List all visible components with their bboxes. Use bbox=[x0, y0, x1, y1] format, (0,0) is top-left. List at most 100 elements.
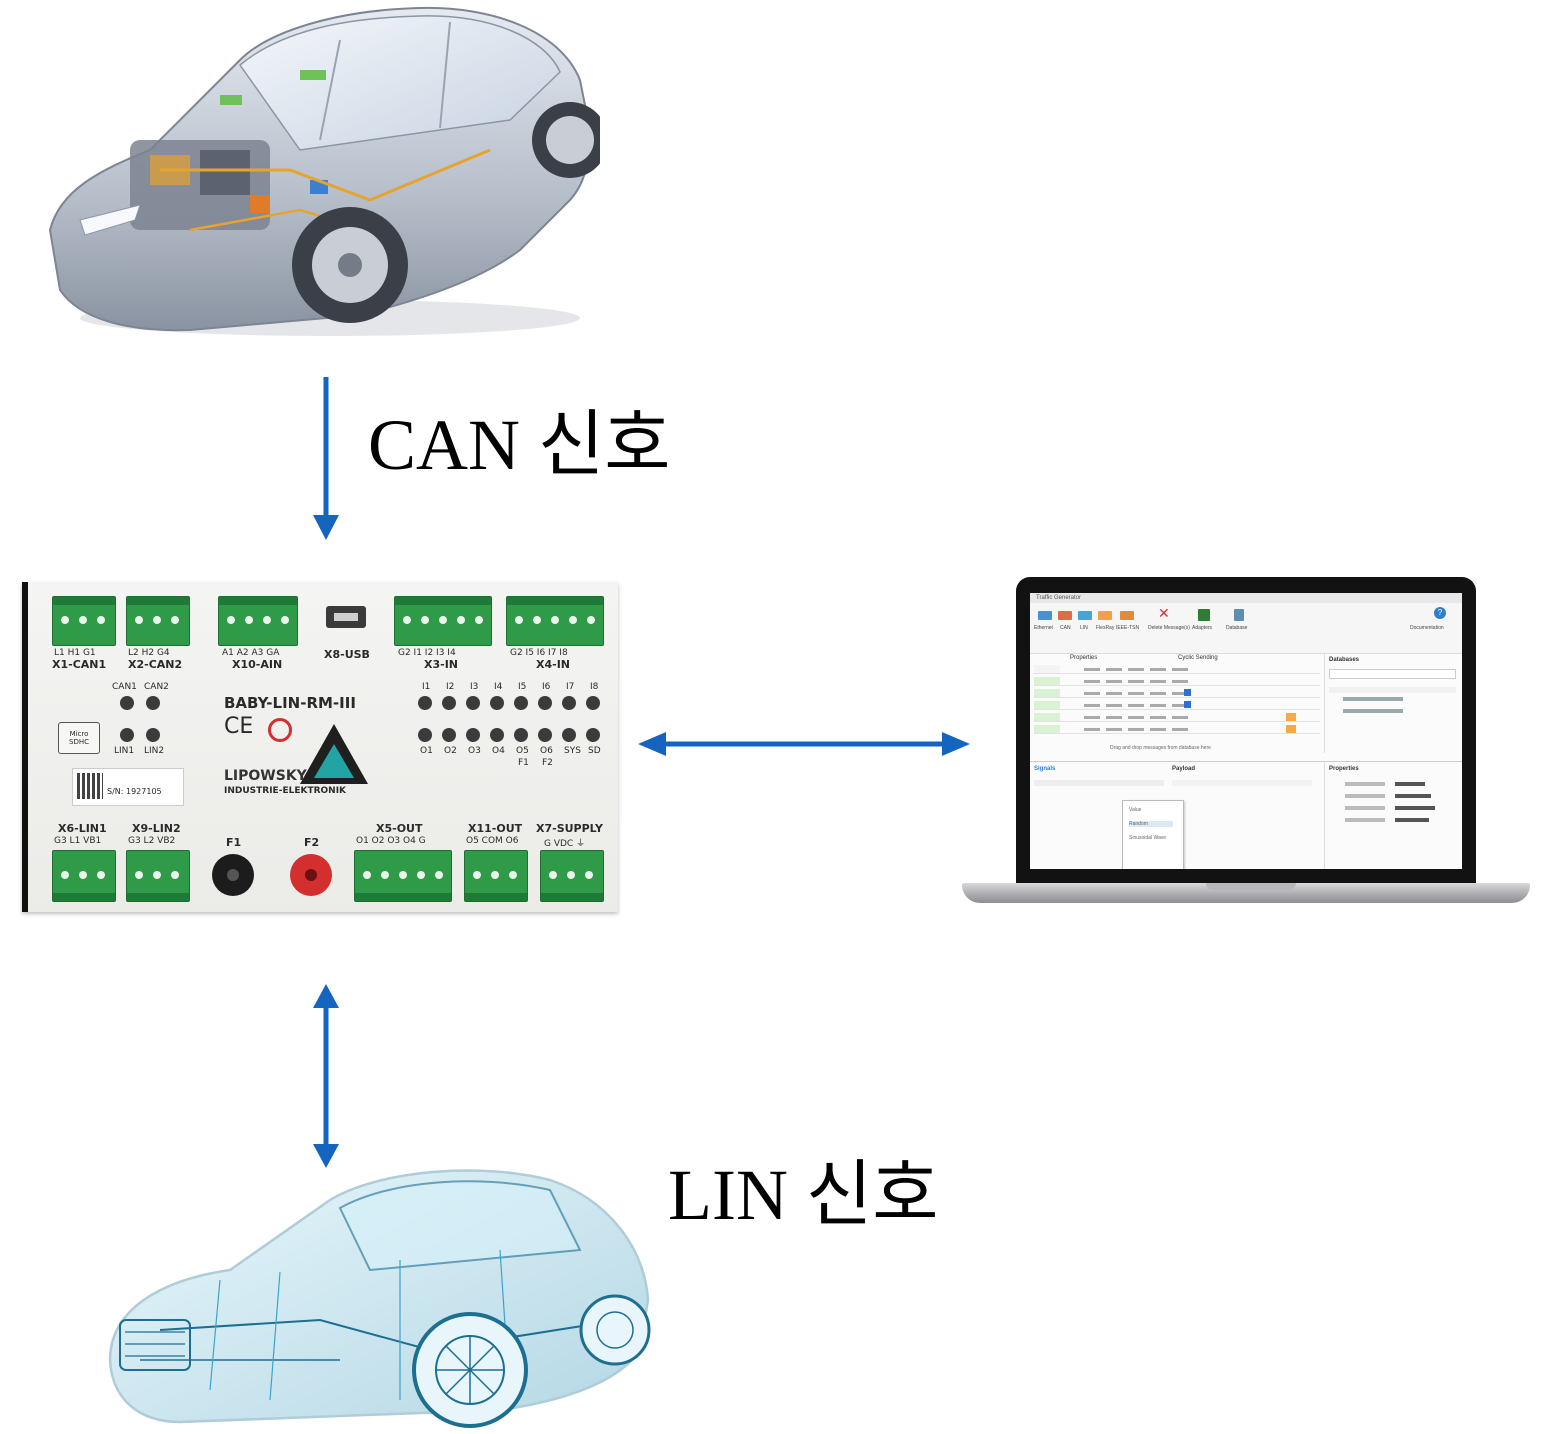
x5-pins: O1 O2 O3 O4 G bbox=[356, 836, 426, 846]
x11-pins: O5 COM O6 bbox=[466, 836, 519, 846]
x7-pins: G VDC ⏚ bbox=[544, 839, 586, 849]
message-row[interactable] bbox=[1034, 677, 1320, 686]
delete-icon[interactable]: ✕ bbox=[1158, 605, 1170, 621]
input-led-label: I7 bbox=[566, 682, 575, 692]
terminal-x2-can2[interactable] bbox=[126, 596, 190, 646]
x10-label: X10-AIN bbox=[232, 658, 283, 671]
message-row[interactable] bbox=[1034, 665, 1320, 674]
properties-side-header: Properties bbox=[1329, 766, 1359, 772]
input-led bbox=[442, 696, 456, 710]
lin1-led bbox=[120, 728, 134, 742]
usb-bidirectional-arrow bbox=[638, 732, 970, 756]
input-led bbox=[514, 696, 528, 710]
input-led-label: I4 bbox=[494, 682, 503, 692]
x4-pins: G2 I5 I6 I7 I8 bbox=[510, 648, 568, 658]
laptop: Traffic Generator ✕ ? Ethernet CAN LIN F… bbox=[1016, 577, 1476, 883]
input-led-label: I1 bbox=[422, 682, 431, 692]
flexray-icon[interactable] bbox=[1098, 611, 1112, 620]
input-led bbox=[490, 696, 504, 710]
menu-item-value[interactable]: Value bbox=[1129, 807, 1142, 813]
terminal-x3-in[interactable] bbox=[394, 596, 492, 646]
can1-led-label: CAN1 bbox=[112, 682, 137, 692]
output-led-label: O6 bbox=[540, 746, 553, 756]
properties-header: Properties bbox=[1070, 655, 1098, 661]
brand-name: LIPOWSKY bbox=[224, 768, 307, 784]
terminal-x11-out[interactable] bbox=[464, 850, 528, 902]
x9-label: X9-LIN2 bbox=[132, 822, 181, 835]
menu-item-sinusoidal[interactable]: Sinusoidal Wave bbox=[1129, 835, 1167, 841]
ribbon-ieee: IEEE-TSN bbox=[1116, 625, 1140, 631]
x6-pins: G3 L1 VB1 bbox=[54, 836, 102, 846]
x1-pins: L1 H1 G1 bbox=[54, 648, 96, 658]
output-sub-label: F2 bbox=[542, 758, 553, 768]
lin2-led bbox=[146, 728, 160, 742]
menu-item-random[interactable]: Random bbox=[1129, 821, 1173, 827]
usb-label: X8-USB bbox=[324, 648, 370, 661]
f1-jack[interactable] bbox=[212, 854, 254, 896]
message-row[interactable] bbox=[1034, 689, 1320, 698]
ribbon-documentation: Documentation bbox=[1410, 625, 1444, 631]
can-icon[interactable] bbox=[1058, 611, 1072, 620]
terminal-x6-lin1[interactable] bbox=[52, 850, 116, 902]
ribbon-database: Database bbox=[1226, 625, 1248, 631]
documentation-icon[interactable]: ? bbox=[1434, 607, 1446, 619]
database-search-input[interactable] bbox=[1329, 669, 1456, 679]
ribbon-can: CAN bbox=[1060, 625, 1071, 631]
cyclic-checkbox[interactable] bbox=[1184, 689, 1191, 696]
output-led-label: O4 bbox=[492, 746, 505, 756]
ethernet-icon[interactable] bbox=[1038, 611, 1052, 620]
input-led bbox=[562, 696, 576, 710]
x7-label: X7-SUPPLY bbox=[536, 822, 603, 835]
signal-context-menu[interactable]: Value Random Sinusoidal Wave bbox=[1122, 800, 1184, 869]
x5-label: X5-OUT bbox=[376, 822, 423, 835]
lin2-led-label: LIN2 bbox=[144, 746, 165, 756]
serial-sticker: S/N: 1927105 bbox=[72, 768, 184, 806]
terminal-x4-in[interactable] bbox=[506, 596, 604, 646]
output-led-label: SD bbox=[588, 746, 601, 756]
laptop-display: Traffic Generator ✕ ? Ethernet CAN LIN F… bbox=[1030, 593, 1462, 869]
database-icon[interactable] bbox=[1234, 609, 1244, 621]
input-led-label: I3 bbox=[470, 682, 479, 692]
properties-side-panel: Properties bbox=[1324, 761, 1462, 869]
brand-subtitle: INDUSTRIE-ELEKTRONIK bbox=[224, 786, 347, 796]
compliance-mark-icon bbox=[268, 718, 292, 742]
usb-port[interactable] bbox=[326, 606, 366, 628]
input-led-label: I5 bbox=[518, 682, 527, 692]
output-led bbox=[514, 728, 528, 742]
x3-pins: G2 I1 I2 I3 I4 bbox=[398, 648, 456, 658]
lin-signal-label: LIN 신호 bbox=[668, 1155, 939, 1235]
x1-label: X1-CAN1 bbox=[52, 658, 107, 671]
ribbon-ethernet: Ethernet bbox=[1034, 625, 1053, 631]
terminal-x10-ain[interactable] bbox=[218, 596, 298, 646]
ribbon-flexray: FlexRay bbox=[1096, 625, 1115, 631]
cyclic-checkbox[interactable] bbox=[1184, 701, 1191, 708]
app-ribbon: ✕ ? Ethernet CAN LIN FlexRay IEEE-TSN De… bbox=[1030, 603, 1462, 654]
x9-pins: G3 L2 VB2 bbox=[128, 836, 176, 846]
ribbon-delete: Delete Message(s) bbox=[1148, 625, 1190, 631]
can1-led bbox=[120, 696, 134, 710]
lin-icon[interactable] bbox=[1078, 611, 1092, 620]
adapters-icon[interactable] bbox=[1198, 609, 1210, 621]
terminal-x5-out[interactable] bbox=[354, 850, 452, 902]
micro-sd-slot[interactable] bbox=[58, 722, 100, 754]
terminal-x9-lin2[interactable] bbox=[126, 850, 190, 902]
terminal-x7-supply[interactable] bbox=[540, 850, 604, 902]
ribbon-adapters: Adapters bbox=[1192, 625, 1213, 631]
lin-bidirectional-arrow bbox=[313, 984, 339, 1168]
baby-lin-rm-iii-device: L1 H1 G1 X1-CAN1 L2 H2 G4 X2-CAN2 A1 A2 … bbox=[22, 582, 618, 912]
output-led bbox=[466, 728, 480, 742]
output-led-label: O3 bbox=[468, 746, 481, 756]
x2-pins: L2 H2 G4 bbox=[128, 648, 170, 658]
terminal-x1-can1[interactable] bbox=[52, 596, 116, 646]
message-row[interactable] bbox=[1034, 701, 1320, 710]
message-row[interactable] bbox=[1034, 725, 1320, 734]
ieee-tsn-icon[interactable] bbox=[1120, 611, 1134, 620]
can2-led-label: CAN2 bbox=[144, 682, 169, 692]
message-row[interactable] bbox=[1034, 713, 1320, 722]
f2-jack[interactable] bbox=[290, 854, 332, 896]
sd-label: Micro SDHC bbox=[69, 730, 89, 746]
lin1-led-label: LIN1 bbox=[114, 746, 135, 756]
lipowsky-logo bbox=[300, 724, 368, 784]
input-led bbox=[538, 696, 552, 710]
ribbon-lin: LIN bbox=[1080, 625, 1088, 631]
